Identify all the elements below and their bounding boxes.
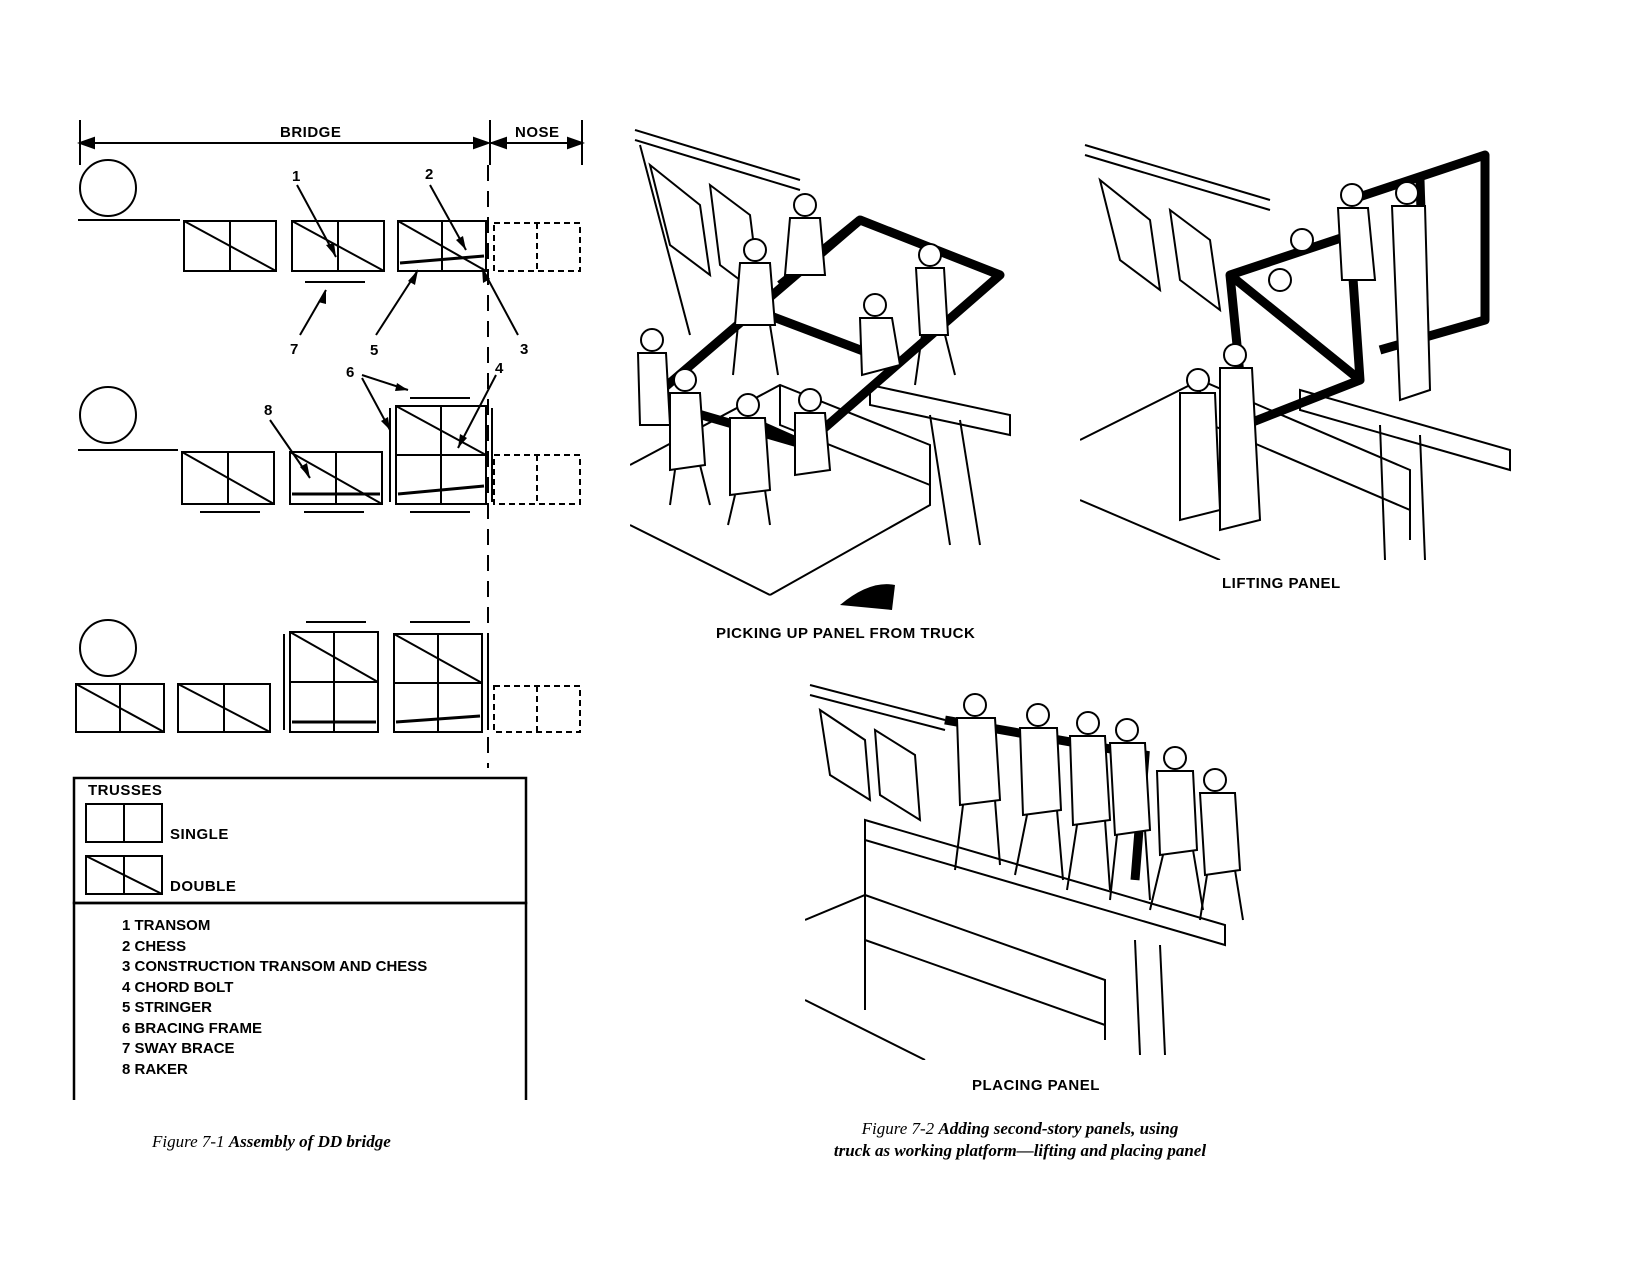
caption-line-2: truck as working platform—lifting and pl… xyxy=(770,1140,1270,1162)
callout-1: 1 xyxy=(292,168,301,185)
legend-item: 5 STRINGER xyxy=(122,999,213,1016)
legend-item: 8 RAKER xyxy=(122,1060,188,1078)
callout-2: 2 xyxy=(425,166,434,183)
illustration-lifting-panel xyxy=(1080,144,1511,560)
legend-item: 6 BRACING FRAME xyxy=(122,1019,263,1037)
figure-7-1-caption: Figure 7-1 Assembly of DD bridge xyxy=(152,1132,391,1152)
callout-3: 3 xyxy=(520,341,529,358)
callout-6: 6 xyxy=(346,364,355,381)
callout-8: 8 xyxy=(264,402,273,419)
caption-text: Assembly of DD bridge xyxy=(228,1132,391,1151)
legend-item: 7 SWAY BRACE xyxy=(122,1040,235,1057)
component-legend: 1 TRANSOM 2 CHESS 3 CONSTRUCTION TRANSOM… xyxy=(122,916,427,1080)
callout-7: 7 xyxy=(290,341,299,358)
callout-4: 4 xyxy=(495,360,504,377)
truss-single-label: SINGLE xyxy=(170,826,229,843)
legend-item: 4 CHORD BOLT xyxy=(122,978,234,996)
figure-7-1-diagram xyxy=(72,120,585,1100)
caption-prefix: Figure 7-2 xyxy=(861,1119,935,1138)
nose-header-label: NOSE xyxy=(512,124,563,141)
callout-5: 5 xyxy=(370,342,379,359)
illustration-placing-panel xyxy=(805,684,1244,1060)
trusses-title: TRUSSES xyxy=(88,782,163,799)
bridge-header-label: BRIDGE xyxy=(276,124,346,141)
truss-double-label: DOUBLE xyxy=(170,878,237,895)
figure-7-2-caption: Figure 7-2 Adding second-story panels, u… xyxy=(770,1118,1270,1162)
legend-item: 3 CONSTRUCTION TRANSOM AND CHESS xyxy=(122,958,428,975)
caption-text-line-2: truck as working platform—lifting and pl… xyxy=(833,1141,1207,1160)
panel-b-label: LIFTING PANEL xyxy=(1222,575,1341,592)
caption-prefix: Figure 7-1 xyxy=(152,1132,225,1151)
panel-c-label: PLACING PANEL xyxy=(972,1077,1100,1094)
caption-text-line-1: Adding second-story panels, using xyxy=(938,1119,1179,1138)
panel-a-label: PICKING UP PANEL FROM TRUCK xyxy=(716,625,976,642)
caption-line-1: Figure 7-2 Adding second-story panels, u… xyxy=(770,1118,1270,1140)
illustration-picking-up-panel xyxy=(630,129,1011,610)
legend-item: 2 CHESS xyxy=(122,937,187,955)
legend-item: 1 TRANSOM xyxy=(122,917,211,934)
